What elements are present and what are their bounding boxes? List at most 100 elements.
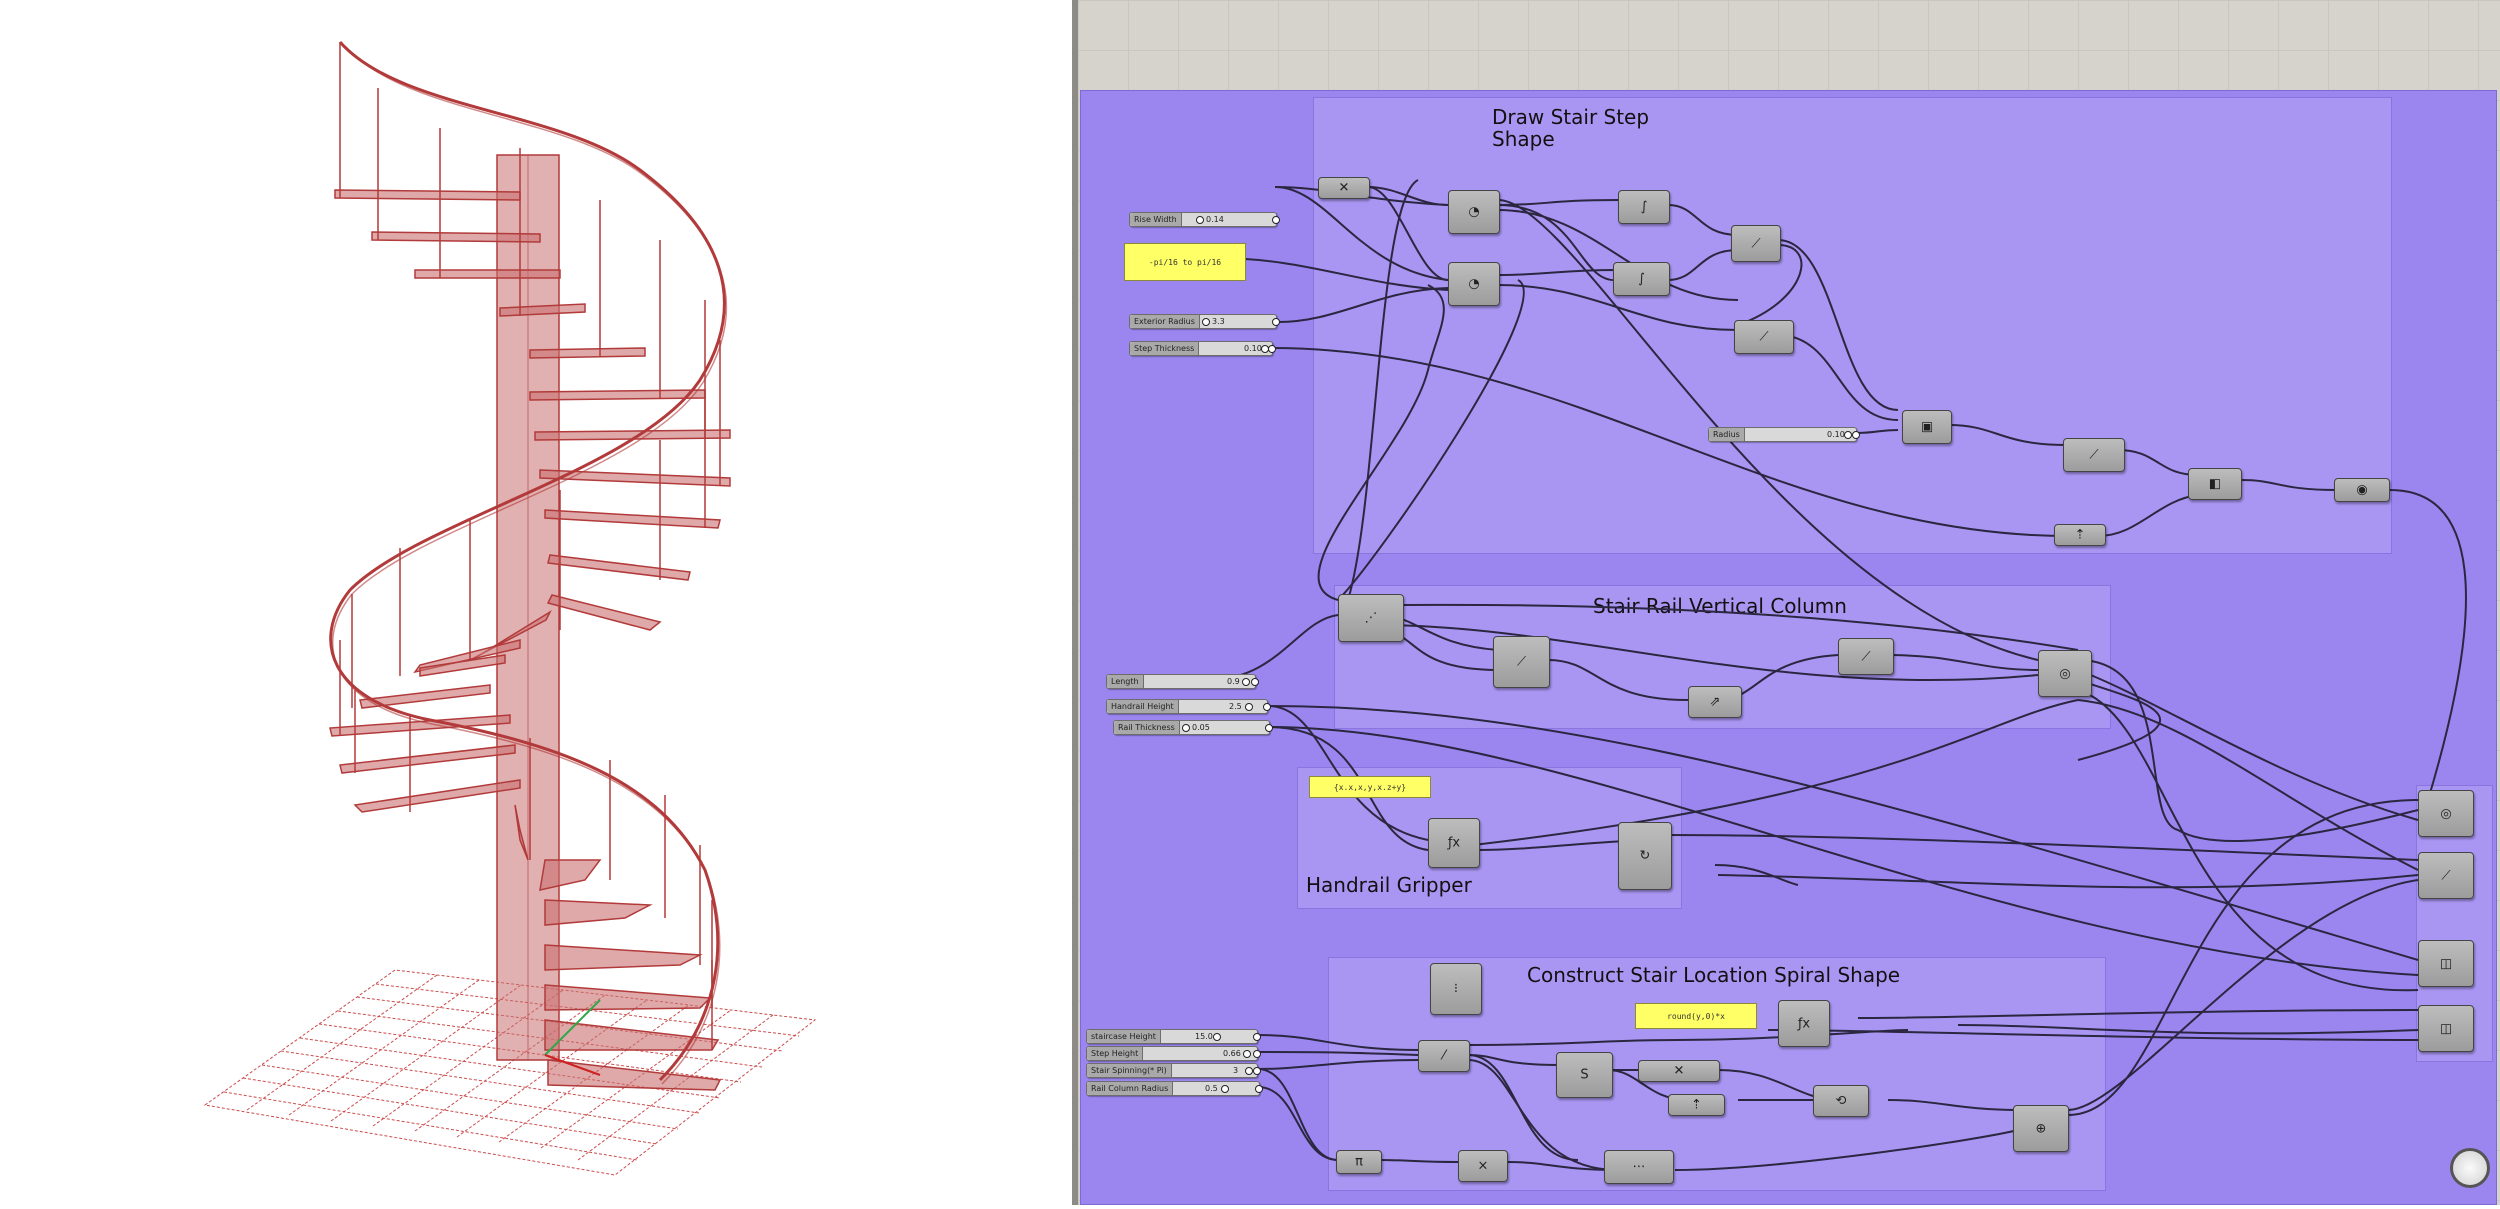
construct-point-component[interactable]: ✕	[1318, 177, 1370, 199]
rotate-icon: ⟲	[1835, 1093, 1847, 1109]
slider-label: Handrail Height	[1107, 700, 1179, 713]
slider-value: 0.10	[1244, 344, 1262, 353]
slider-knob[interactable]	[1242, 678, 1250, 686]
extrude-box-icon: ◧	[2208, 476, 2222, 492]
slider-knob[interactable]	[1221, 1085, 1229, 1093]
output-cylinder-2[interactable]: ◫	[2418, 1005, 2474, 1052]
series-component[interactable]: ⁝	[1430, 963, 1482, 1015]
slider-knob[interactable]	[1245, 703, 1253, 711]
line-component[interactable]: ⟋	[1731, 225, 1781, 262]
origin-y-axis	[544, 999, 601, 1056]
rotate-component[interactable]: ⟲	[1813, 1085, 1869, 1117]
range-component[interactable]: ⋯	[1604, 1150, 1674, 1184]
viewport-splitter[interactable]	[1072, 0, 1078, 1205]
multiplication-component[interactable]: ×	[1458, 1150, 1508, 1182]
canvas-navigation-widget[interactable]	[2450, 1148, 2490, 1188]
slider-output-grip[interactable]	[1265, 724, 1273, 732]
slider-exterior-radius[interactable]: Exterior Radius 3.3	[1129, 314, 1280, 329]
slider-stair-spinning[interactable]: Stair Spinning(* Pi) 3	[1086, 1063, 1261, 1078]
end-points-component-2[interactable]: ∫	[1613, 262, 1670, 296]
extrude-component[interactable]: ◧	[2188, 468, 2242, 500]
slider-output-grip[interactable]	[1263, 703, 1271, 711]
arc-component[interactable]: ◔	[1448, 190, 1500, 234]
pipe-component[interactable]: ⟋	[1838, 638, 1894, 675]
slider-label: Step Height	[1087, 1047, 1144, 1060]
xyz-icon: ✕	[1673, 1063, 1685, 1079]
slider-handrail-height[interactable]: Handrail Height 2.5	[1106, 699, 1271, 714]
function-icon: ƒx	[1797, 1016, 1811, 1031]
xyz-icon: ✕	[1338, 180, 1350, 196]
cap-icon: ◉	[2356, 482, 2368, 498]
slider-step-thickness[interactable]: Step Thickness 0.10	[1129, 341, 1276, 356]
output-pipe[interactable]: ⟋	[2418, 852, 2474, 899]
interpolate-curve-component[interactable]: ↻	[1618, 822, 1672, 890]
array-icon: ◎	[2440, 806, 2452, 821]
grasshopper-canvas[interactable]: Draw Stair Step Shape Stair Rail Vertica…	[1078, 0, 2500, 1205]
join-curves-component[interactable]: ⟋	[1734, 320, 1794, 354]
slider-value: 2.5	[1229, 702, 1242, 711]
slider-output-grip[interactable]	[1253, 1033, 1261, 1041]
boundary-surface-component[interactable]: ▣	[1902, 410, 1952, 444]
slider-output-grip[interactable]	[1253, 1050, 1261, 1058]
unit-z-component-2[interactable]: ⇡	[1668, 1094, 1725, 1116]
panel-domain-expression[interactable]: -pi/16 to pi/16	[1124, 243, 1246, 281]
series-icon: S	[1580, 1067, 1589, 1083]
extrude-vector-component[interactable]: ⟋	[2063, 438, 2125, 472]
slider-rail-thickness[interactable]: Rail Thickness 0.05	[1113, 720, 1273, 735]
rhino-viewport[interactable]	[0, 0, 1072, 1205]
output-polar-array[interactable]: ◎	[2418, 790, 2474, 837]
expression-component[interactable]: ƒx	[1428, 818, 1480, 868]
slider-step-height[interactable]: Step Height 0.66	[1086, 1046, 1261, 1061]
slider-rise-width[interactable]: Rise Width 0.14	[1129, 212, 1280, 227]
output-cylinder[interactable]: ◫	[2418, 940, 2474, 987]
curve-icon: ∫	[1638, 271, 1645, 287]
slider-output-grip[interactable]	[1251, 678, 1259, 686]
slider-output-grip[interactable]	[1272, 216, 1280, 224]
slider-value: 0.05	[1192, 723, 1210, 732]
slider-length[interactable]: Length 0.9	[1106, 674, 1259, 689]
pi-component[interactable]: π	[1336, 1150, 1382, 1174]
curve-icon: ∫	[1640, 199, 1648, 215]
slider-label: Exterior Radius	[1130, 315, 1200, 328]
slider-knob[interactable]	[1182, 724, 1190, 732]
panel-round-expression[interactable]: round(y,0)*x	[1635, 1003, 1757, 1029]
slider-output-grip[interactable]	[1272, 318, 1280, 326]
division-component[interactable]: ⁄	[1418, 1040, 1470, 1072]
slider-staircase-height[interactable]: staircase Height 15.0	[1086, 1029, 1261, 1044]
slider-knob[interactable]	[1202, 318, 1210, 326]
slider-output-grip[interactable]	[1255, 1085, 1263, 1093]
line-icon: ⟋	[1516, 654, 1527, 670]
slider-label: Rail Column Radius	[1087, 1082, 1174, 1095]
end-points-component[interactable]: ∫	[1618, 190, 1670, 224]
line-sdl-component[interactable]: ⟋	[1493, 636, 1550, 688]
slider-value: 0.66	[1223, 1049, 1241, 1058]
multiply-icon: ×	[1477, 1158, 1489, 1174]
polar-array-component[interactable]: ◎	[2038, 650, 2092, 697]
cap-holes-component[interactable]: ◉	[2334, 478, 2390, 502]
slider-rail-column-radius[interactable]: Rail Column Radius 0.5	[1086, 1081, 1263, 1096]
slider-knob[interactable]	[1196, 216, 1204, 224]
arc-component-2[interactable]: ◔	[1448, 262, 1500, 306]
pipe-icon: ⟋	[1861, 649, 1871, 664]
slider-output-grip[interactable]	[1253, 1067, 1261, 1075]
slider-output-grip[interactable]	[1852, 431, 1860, 439]
slider-value: 3.3	[1212, 317, 1225, 326]
slider-label: Rail Thickness	[1114, 721, 1180, 734]
slider-knob[interactable]	[1245, 1067, 1253, 1075]
slider-output-grip[interactable]	[1268, 345, 1276, 353]
slider-knob[interactable]	[1243, 1050, 1251, 1058]
amplitude-component[interactable]: ⇗	[1688, 686, 1742, 718]
panel-point-expression[interactable]: {x.x,x,y,x.z+y}	[1309, 776, 1431, 798]
unit-z-component[interactable]: ⇡	[2054, 524, 2106, 546]
slider-knob[interactable]	[1213, 1033, 1221, 1041]
expression-component-2[interactable]: ƒx	[1778, 1000, 1830, 1047]
slider-radius[interactable]: Radius 0.10	[1708, 427, 1860, 442]
divide-curve-component[interactable]: ⋰	[1338, 594, 1404, 642]
slider-value: 3	[1233, 1066, 1239, 1075]
series-component-2[interactable]: S	[1556, 1052, 1613, 1098]
move-component[interactable]: ⊕	[2013, 1105, 2069, 1152]
construct-point-component-2[interactable]: ✕	[1638, 1060, 1720, 1082]
origin-x-axis	[544, 1054, 601, 1076]
slider-knob[interactable]	[1844, 431, 1852, 439]
slider-value: 0.5	[1205, 1084, 1218, 1093]
